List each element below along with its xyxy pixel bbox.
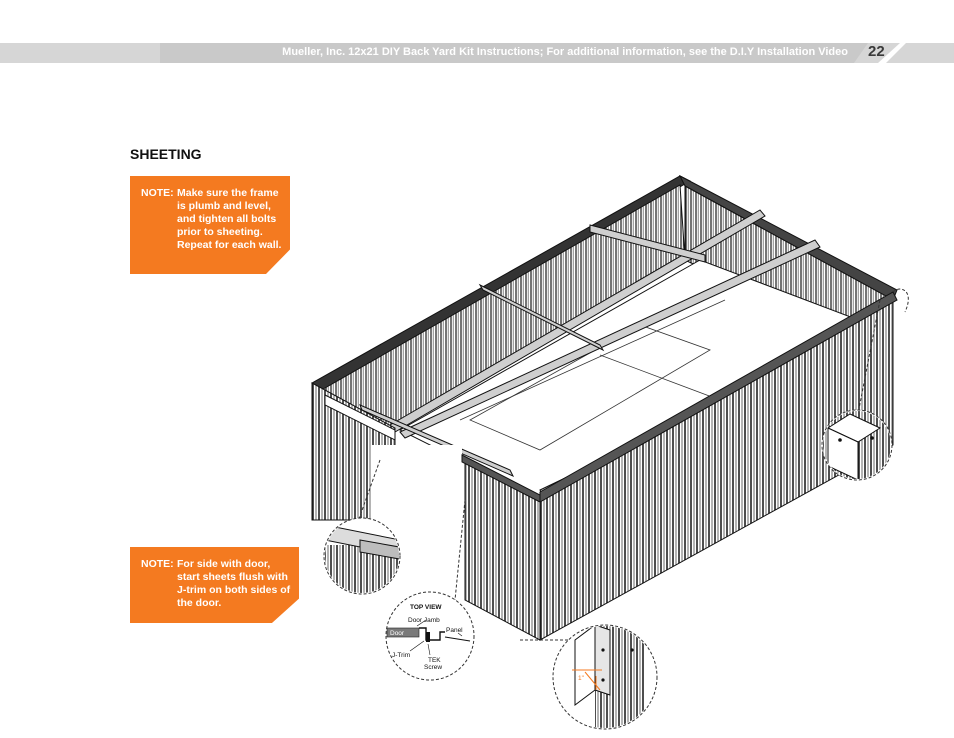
- door-label: Door: [390, 630, 405, 637]
- note-text: Make sure the frame is plumb and level, …: [177, 187, 282, 251]
- note-frame-plumb: NOTE: Make sure the frame is plumb and l…: [130, 176, 290, 274]
- section-title: SHEETING: [130, 146, 202, 162]
- note-text: For side with door, start sheets flush w…: [177, 558, 291, 609]
- panel-label: Panel: [446, 627, 463, 634]
- dimension-label: 1": [578, 675, 585, 682]
- note-label: NOTE:: [141, 558, 174, 570]
- header-title: Mueller, Inc. 12x21 DIY Back Yard Kit In…: [282, 46, 848, 58]
- door-jamb-label: Door Jamb: [408, 617, 440, 624]
- note-door-side: NOTE: For side with door, start sheets f…: [130, 547, 299, 623]
- page-number: 22: [868, 43, 885, 60]
- tek-label: TEK: [428, 657, 441, 664]
- j-trim-label: J-Trim: [392, 652, 410, 659]
- note-label: NOTE:: [141, 187, 174, 199]
- screw-label: Screw: [424, 664, 442, 671]
- top-view-title: TOP VIEW: [410, 604, 442, 611]
